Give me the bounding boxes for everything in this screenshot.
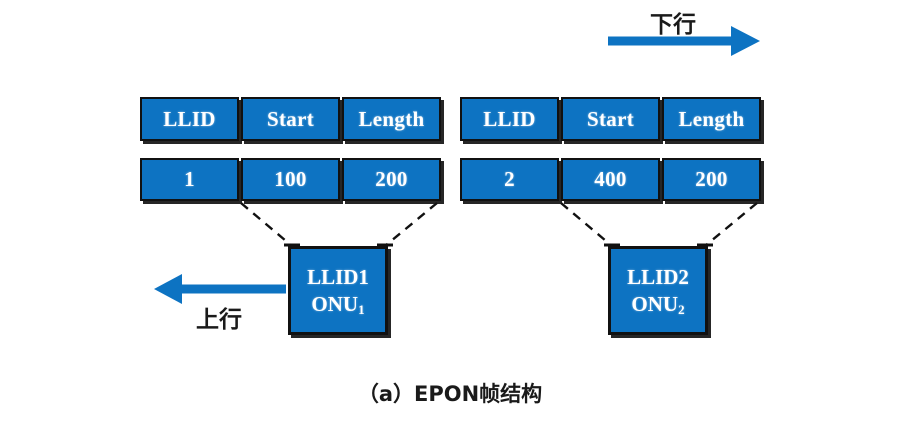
upstream-label: 上行 xyxy=(196,307,242,333)
frame-right-value-start: 400 xyxy=(561,158,660,201)
onu-2-name-label: ONU2 xyxy=(631,291,685,317)
onu-box-1: LLID1 ONU1 xyxy=(288,246,388,335)
frame-left-header-length: Length xyxy=(342,97,441,141)
frame-right-value-llid: 2 xyxy=(460,158,559,201)
frame-right-value-length: 200 xyxy=(662,158,761,201)
frame-left-header-start: Start xyxy=(241,97,340,141)
frame-right-header-start: Start xyxy=(561,97,660,141)
frame-right-header-length: Length xyxy=(662,97,761,141)
frame-right-data-row: 2 400 200 xyxy=(460,158,761,201)
onu-2-llid-label: LLID2 xyxy=(627,264,689,289)
frame-right-header-row: LLID Start Length xyxy=(460,97,761,141)
frame-right-connectors xyxy=(560,202,758,247)
frame-left-connectors xyxy=(240,202,438,247)
frame-left-value-start: 100 xyxy=(241,158,340,201)
downstream-label: 下行 xyxy=(650,12,696,38)
frame-right-header-llid: LLID xyxy=(460,97,559,141)
frame-left-value-llid: 1 xyxy=(140,158,239,201)
figure-caption: （a）EPON帧结构 xyxy=(357,382,543,406)
onu-1-llid-label: LLID1 xyxy=(307,264,369,289)
frame-left-header-row: LLID Start Length xyxy=(140,97,441,141)
frame-left-value-length: 200 xyxy=(342,158,441,201)
onu-1-name-label: ONU1 xyxy=(311,291,365,317)
frame-left-header-llid: LLID xyxy=(140,97,239,141)
onu-box-2: LLID2 ONU2 xyxy=(608,246,708,335)
frame-left-data-row: 1 100 200 xyxy=(140,158,441,201)
